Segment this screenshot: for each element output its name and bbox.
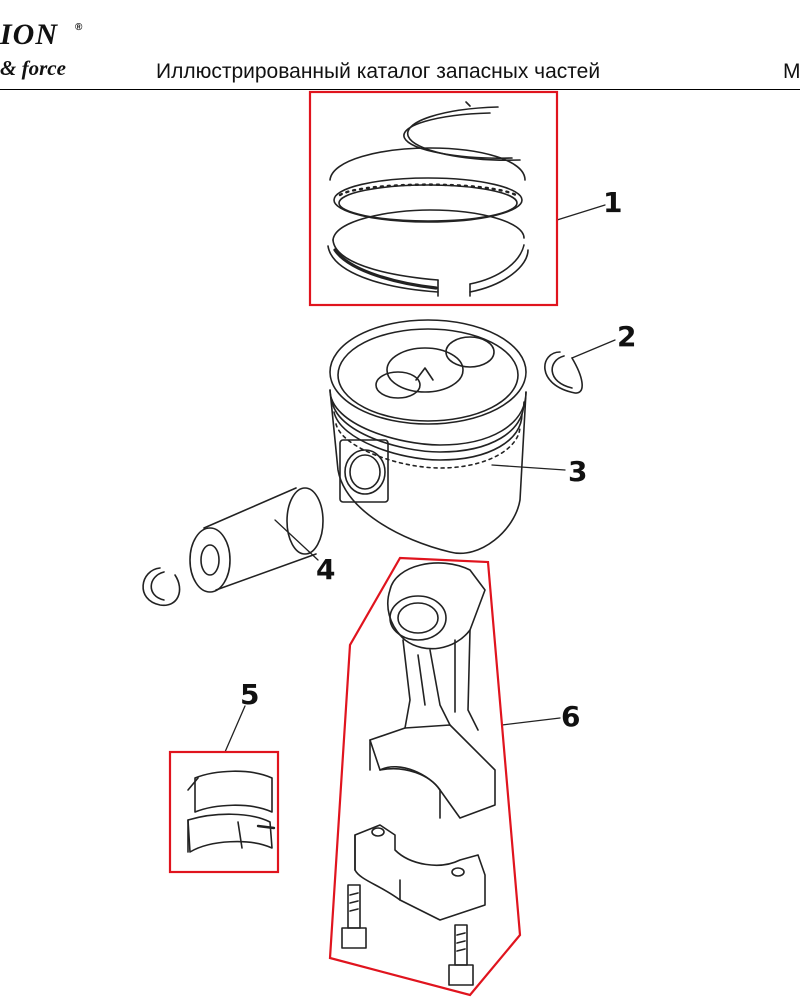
catalog-title: Иллюстрированный каталог запасных частей: [156, 60, 601, 83]
piston-rings-illustration: [327, 101, 529, 297]
highlight-outlines: [168, 90, 559, 997]
connecting-rod-illustration: [341, 562, 496, 986]
piston-illustration: [329, 319, 527, 555]
callout-1: 1: [603, 186, 623, 219]
callout-2: 2: [617, 320, 637, 353]
brand-logo-bottom: & force: [0, 56, 66, 80]
callout-5: 5: [240, 678, 260, 711]
highlight-box-part-6: [328, 556, 522, 997]
snap-ring-illustration: [544, 351, 583, 394]
page-header: ION ® & force Иллюстрированный каталог з…: [0, 0, 800, 92]
highlight-box-part-1: [308, 90, 559, 307]
leader-lines: [224, 204, 616, 753]
bearing-shells-illustration: [187, 770, 276, 853]
registered-mark-icon: ®: [75, 22, 83, 33]
callout-4: 4: [316, 553, 336, 586]
brand-logo-top: ION: [0, 18, 59, 51]
header-right-text: M: [783, 60, 800, 83]
header-divider: [0, 89, 800, 90]
highlight-box-part-5: [168, 750, 280, 874]
callout-6: 6: [561, 700, 581, 733]
piston-pin-illustration: [142, 487, 324, 606]
callout-3: 3: [568, 455, 588, 488]
